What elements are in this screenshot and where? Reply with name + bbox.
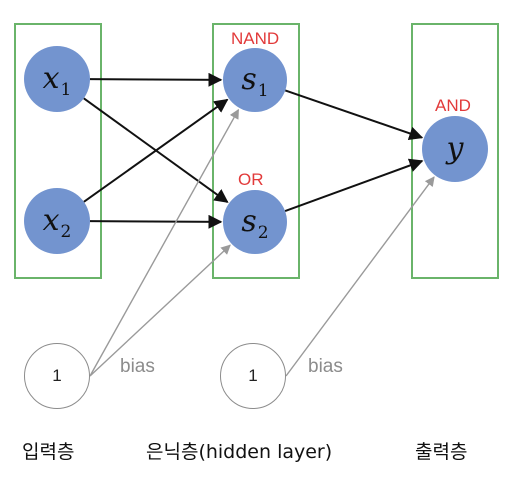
hidden-node-s2: s2 [223, 190, 287, 254]
gate-label-nand: NAND [231, 29, 280, 48]
x1-label: x1 [42, 61, 72, 100]
edge-bias1-to-s1 [89, 108, 240, 377]
x2-label: x2 [42, 203, 72, 242]
bias-value: 1 [248, 366, 258, 385]
hidden-node-s1: s1 [223, 48, 287, 112]
edge-x2-to-s1 [83, 98, 229, 203]
bias-node-input: 1 [24, 343, 90, 409]
bias-node-hidden: 1 [220, 343, 286, 409]
edge-bias2-to-y [285, 176, 435, 377]
gate-label-and: AND [435, 96, 471, 115]
output-layer-caption: 출력층 [415, 441, 468, 463]
s2-label: s2 [241, 204, 269, 243]
edge-x1-to-s1 [89, 72, 223, 87]
output-layer-box [411, 23, 499, 279]
input-layer-caption: 입력층 [22, 441, 75, 463]
input-layer-box [14, 23, 102, 279]
edge-s2-to-y [284, 158, 424, 212]
hidden-layer-box [212, 23, 300, 279]
y-label: y [446, 131, 464, 166]
edge-x2-to-s2 [89, 214, 223, 229]
input-node-x1: x1 [24, 46, 90, 112]
bias-label-hidden: bias [308, 356, 343, 377]
edge-s1-to-y [284, 89, 424, 141]
edge-bias1-to-s2 [89, 244, 231, 377]
bias-value: 1 [52, 366, 62, 385]
output-node-y: y [422, 116, 488, 182]
bias-label-input: bias [120, 356, 155, 377]
hidden-layer-caption: 은닉층(hidden layer) [146, 441, 333, 463]
input-node-x2: x2 [24, 188, 90, 254]
s1-label: s1 [241, 62, 269, 101]
gate-label-or: OR [238, 170, 264, 189]
